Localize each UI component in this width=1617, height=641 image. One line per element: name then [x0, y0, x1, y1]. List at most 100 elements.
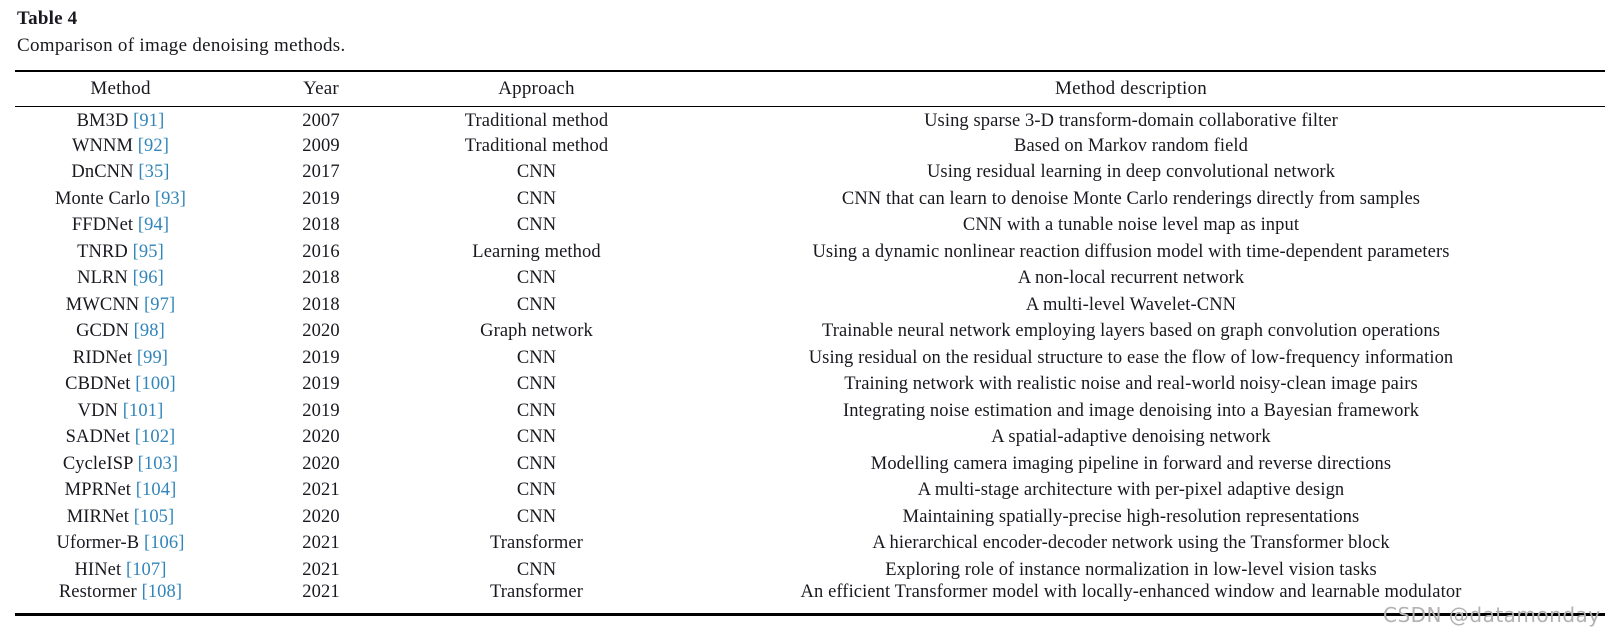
year-cell: 2019	[302, 400, 340, 421]
approach-cell: CNN	[516, 188, 557, 209]
year-cell: 2017	[302, 162, 340, 182]
method-name: RIDNet	[72, 347, 133, 368]
table-title: Table 4	[17, 8, 78, 29]
method-cell: VDN [101]	[15, 398, 226, 425]
year-cell: 2020	[302, 427, 340, 447]
method-cell: WNNM [92]	[15, 133, 226, 160]
year-cell: 2021	[302, 582, 340, 602]
citation-link[interactable]: [91]	[133, 111, 165, 132]
approach-cell: CNN	[516, 559, 557, 580]
method-name: WNNM	[72, 135, 134, 156]
description-cell: Maintaining spatially-precise high-resol…	[902, 506, 1360, 527]
citation-link[interactable]: [92]	[137, 135, 169, 156]
table-caption: Comparison of image denoising methods.	[17, 35, 346, 56]
description-cell: CNN with a tunable noise level map as in…	[962, 215, 1300, 235]
method-name: HINet	[74, 559, 122, 580]
method-cell: RIDNet [99]	[15, 345, 226, 372]
method-name: VDN	[77, 400, 119, 421]
citation-link[interactable]: [103]	[137, 453, 179, 474]
citation-link[interactable]: [93]	[154, 188, 187, 209]
method-name: FFDNet	[71, 215, 134, 235]
table-row: MIRNet [105] 2020 CNN Maintaining spatially…	[15, 504, 1605, 531]
method-name: GCDN	[76, 321, 129, 341]
description-cell: A spatial-adaptive denoising network	[991, 427, 1271, 447]
year-cell: 2016	[302, 241, 340, 262]
citation-link[interactable]: [95]	[132, 241, 164, 262]
description-cell: A hierarchical encoder-decoder network u…	[872, 533, 1390, 553]
citation-link[interactable]: [102]	[134, 427, 176, 447]
method-cell: TNRD [95]	[15, 239, 226, 266]
method-name: MPRNet	[64, 480, 132, 500]
year-cell: 2009	[302, 135, 340, 156]
method-cell: CBDNet [100]	[15, 371, 226, 398]
description-cell: Integrating noise estimation and image d…	[842, 400, 1420, 421]
method-name: MIRNet	[66, 506, 129, 527]
year-cell: 2020	[302, 453, 340, 474]
description-cell: A multi-level Wavelet-CNN	[1025, 294, 1237, 315]
year-cell: 2018	[302, 268, 340, 288]
method-name: Restormer	[58, 582, 137, 602]
description-cell: CNN that can learn to denoise Monte Carl…	[841, 188, 1421, 209]
method-name: Uformer-B	[56, 533, 140, 553]
method-cell: CycleISP [103]	[15, 451, 226, 478]
description-cell: Based on Markov random field	[1014, 135, 1248, 156]
approach-cell: Graph network	[480, 321, 593, 341]
method-name: TNRD	[77, 241, 128, 262]
approach-cell: Transformer	[490, 533, 583, 553]
method-cell: GCDN [98]	[15, 318, 226, 345]
year-cell: 2018	[302, 294, 340, 315]
citation-link[interactable]: [94]	[137, 215, 170, 235]
citation-link[interactable]: [35]	[138, 162, 170, 182]
description-cell: Using a dynamic nonlinear reaction diffu…	[812, 241, 1450, 262]
table-row: MPRNet [104] 2021 CNN A multi-stage archite…	[15, 477, 1605, 504]
description-cell: An efficient Transformer model with loca…	[800, 582, 1462, 602]
method-cell: Restormer [108]	[15, 583, 226, 614]
year-cell: 2021	[302, 480, 340, 500]
citation-link[interactable]: [98]	[133, 321, 165, 341]
method-cell: Uformer-B [106]	[15, 530, 226, 557]
approach-cell: Traditional method	[464, 135, 609, 156]
year-cell: 2019	[302, 188, 340, 209]
method-name: CycleISP	[62, 453, 133, 474]
description-cell: Using residual learning in deep convolut…	[926, 162, 1336, 182]
citation-link[interactable]: [100]	[135, 374, 176, 394]
description-cell: A multi-stage architecture with per-pixe…	[917, 480, 1345, 500]
method-cell: MIRNet [105]	[15, 504, 226, 531]
citation-link[interactable]: [104]	[135, 480, 177, 500]
citation-link[interactable]: [96]	[132, 268, 164, 288]
citation-link[interactable]: [108]	[141, 582, 183, 602]
citation-link[interactable]: [97]	[143, 294, 176, 315]
citation-link[interactable]: [99]	[136, 347, 169, 368]
citation-link[interactable]: [106]	[143, 533, 185, 553]
method-name: NLRN	[77, 268, 128, 288]
citation-link[interactable]: [101]	[122, 400, 164, 421]
method-cell: SADNet [102]	[15, 424, 226, 451]
watermark: CSDN @datamonday	[1383, 603, 1601, 627]
approach-cell: CNN	[516, 480, 557, 500]
approach-cell: Transformer	[490, 582, 583, 602]
year-cell: 2021	[302, 559, 340, 580]
method-cell: NLRN [96]	[15, 265, 226, 292]
method-cell: MWCNN [97]	[15, 292, 226, 319]
approach-cell: CNN	[516, 506, 557, 527]
description-cell: Modelling camera imaging pipeline in for…	[870, 453, 1392, 474]
col-header-year: Year	[303, 77, 339, 99]
year-cell: 2020	[302, 506, 340, 527]
col-header-description: Method description	[1055, 77, 1207, 99]
method-cell: MPRNet [104]	[15, 477, 226, 504]
citation-link[interactable]: [107]	[125, 559, 167, 580]
citation-link[interactable]: [105]	[133, 506, 175, 527]
